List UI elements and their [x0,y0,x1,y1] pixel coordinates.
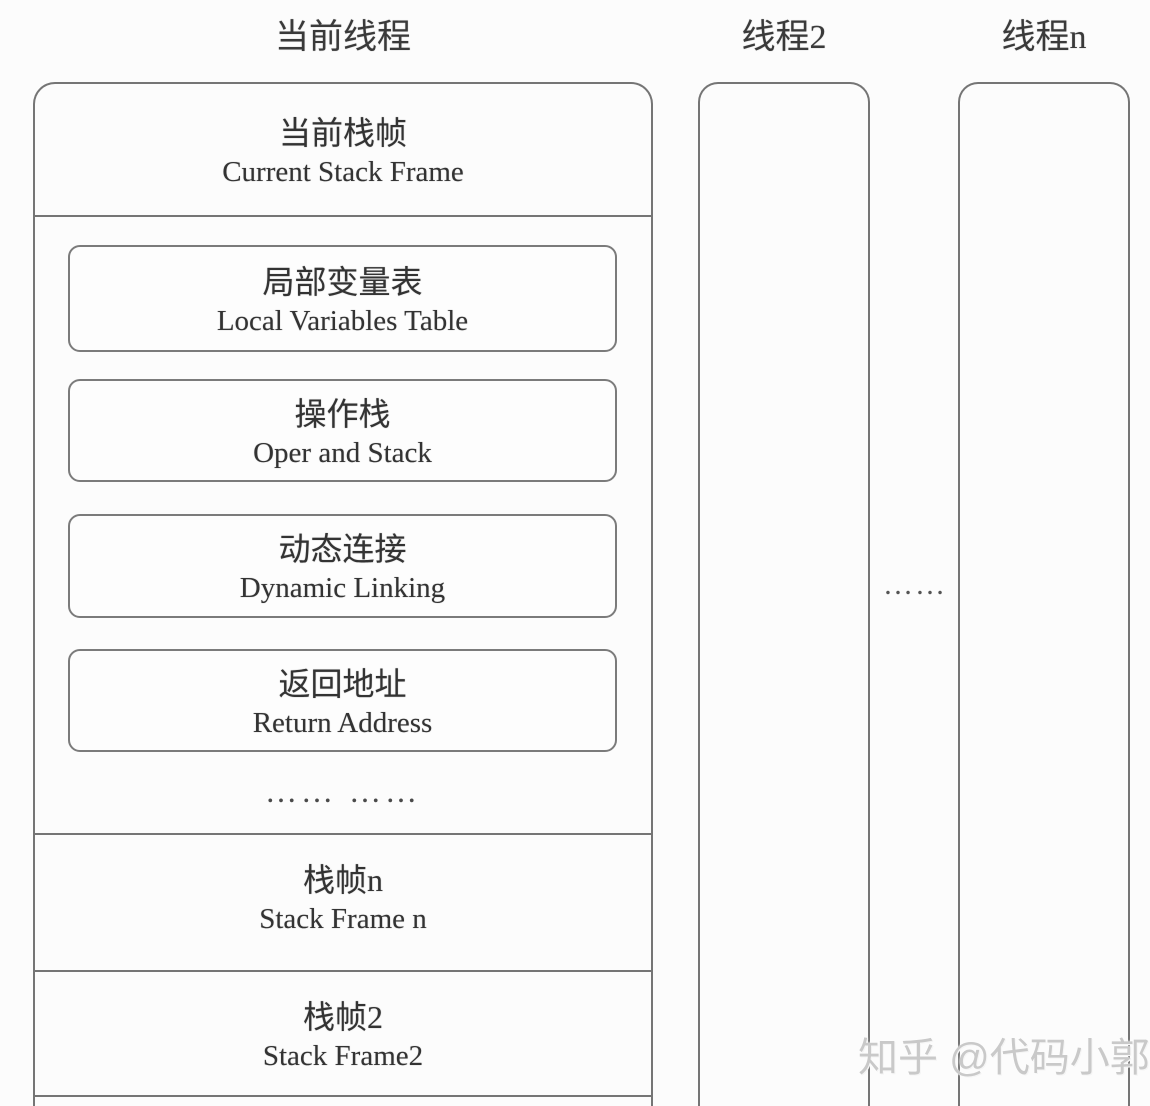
thread-n-stack-box [958,82,1130,1106]
stack-frame-cutoff-section [35,1095,651,1106]
current-stack-frame-section: 当前栈帧 Current Stack Frame [35,84,651,215]
local-variables-table-label-en: Local Variables Table [216,304,469,337]
stack-frame-n-section: 栈帧n Stack Frame n [35,833,651,970]
stack-frame-n-label-zh: 栈帧n [302,861,383,898]
operand-stack-label-zh: 操作栈 [294,395,391,432]
return-address-box: 返回地址 Return Address [68,649,617,752]
stack-frame-n-label-en: Stack Frame n [259,902,427,935]
current-stack-frame-label-zh: 当前栈帧 [278,114,407,151]
frame-detail-section: 局部变量表 Local Variables Table 操作栈 Oper and… [35,215,651,833]
dynamic-linking-label-zh: 动态连接 [278,531,407,567]
stack-frame-2-section: 栈帧2 Stack Frame2 [35,970,651,1095]
frame-parts-ellipsis: …… …… [265,773,421,809]
thread2-title: 线程2 [741,19,827,56]
operand-stack-label-en: Oper and Stack [253,436,432,469]
current-thread-title: 当前线程 [275,19,411,56]
zhihu-watermark: 知乎 @代码小郭 [858,1036,1150,1080]
operand-stack-box: 操作栈 Oper and Stack [68,379,617,482]
thread2-stack-box [698,82,870,1106]
stack-frame-2-label-en: Stack Frame2 [262,1039,424,1072]
local-variables-table-box: 局部变量表 Local Variables Table [68,245,617,352]
stack-frame-2-label-zh: 栈帧2 [302,998,383,1035]
threads-ellipsis: …… [883,568,947,601]
return-address-label-en: Return Address [252,706,433,739]
return-address-label-zh: 返回地址 [278,665,407,702]
thread-n-title: 线程n [1001,19,1087,56]
current-thread-stack-box: 当前栈帧 Current Stack Frame 局部变量表 Local Var… [33,82,653,1106]
local-variables-table-label-zh: 局部变量表 [262,263,423,300]
dynamic-linking-box: 动态连接 Dynamic Linking [68,514,617,618]
dynamic-linking-label-en: Dynamic Linking [239,572,446,604]
current-stack-frame-label-en: Current Stack Frame [222,155,464,188]
